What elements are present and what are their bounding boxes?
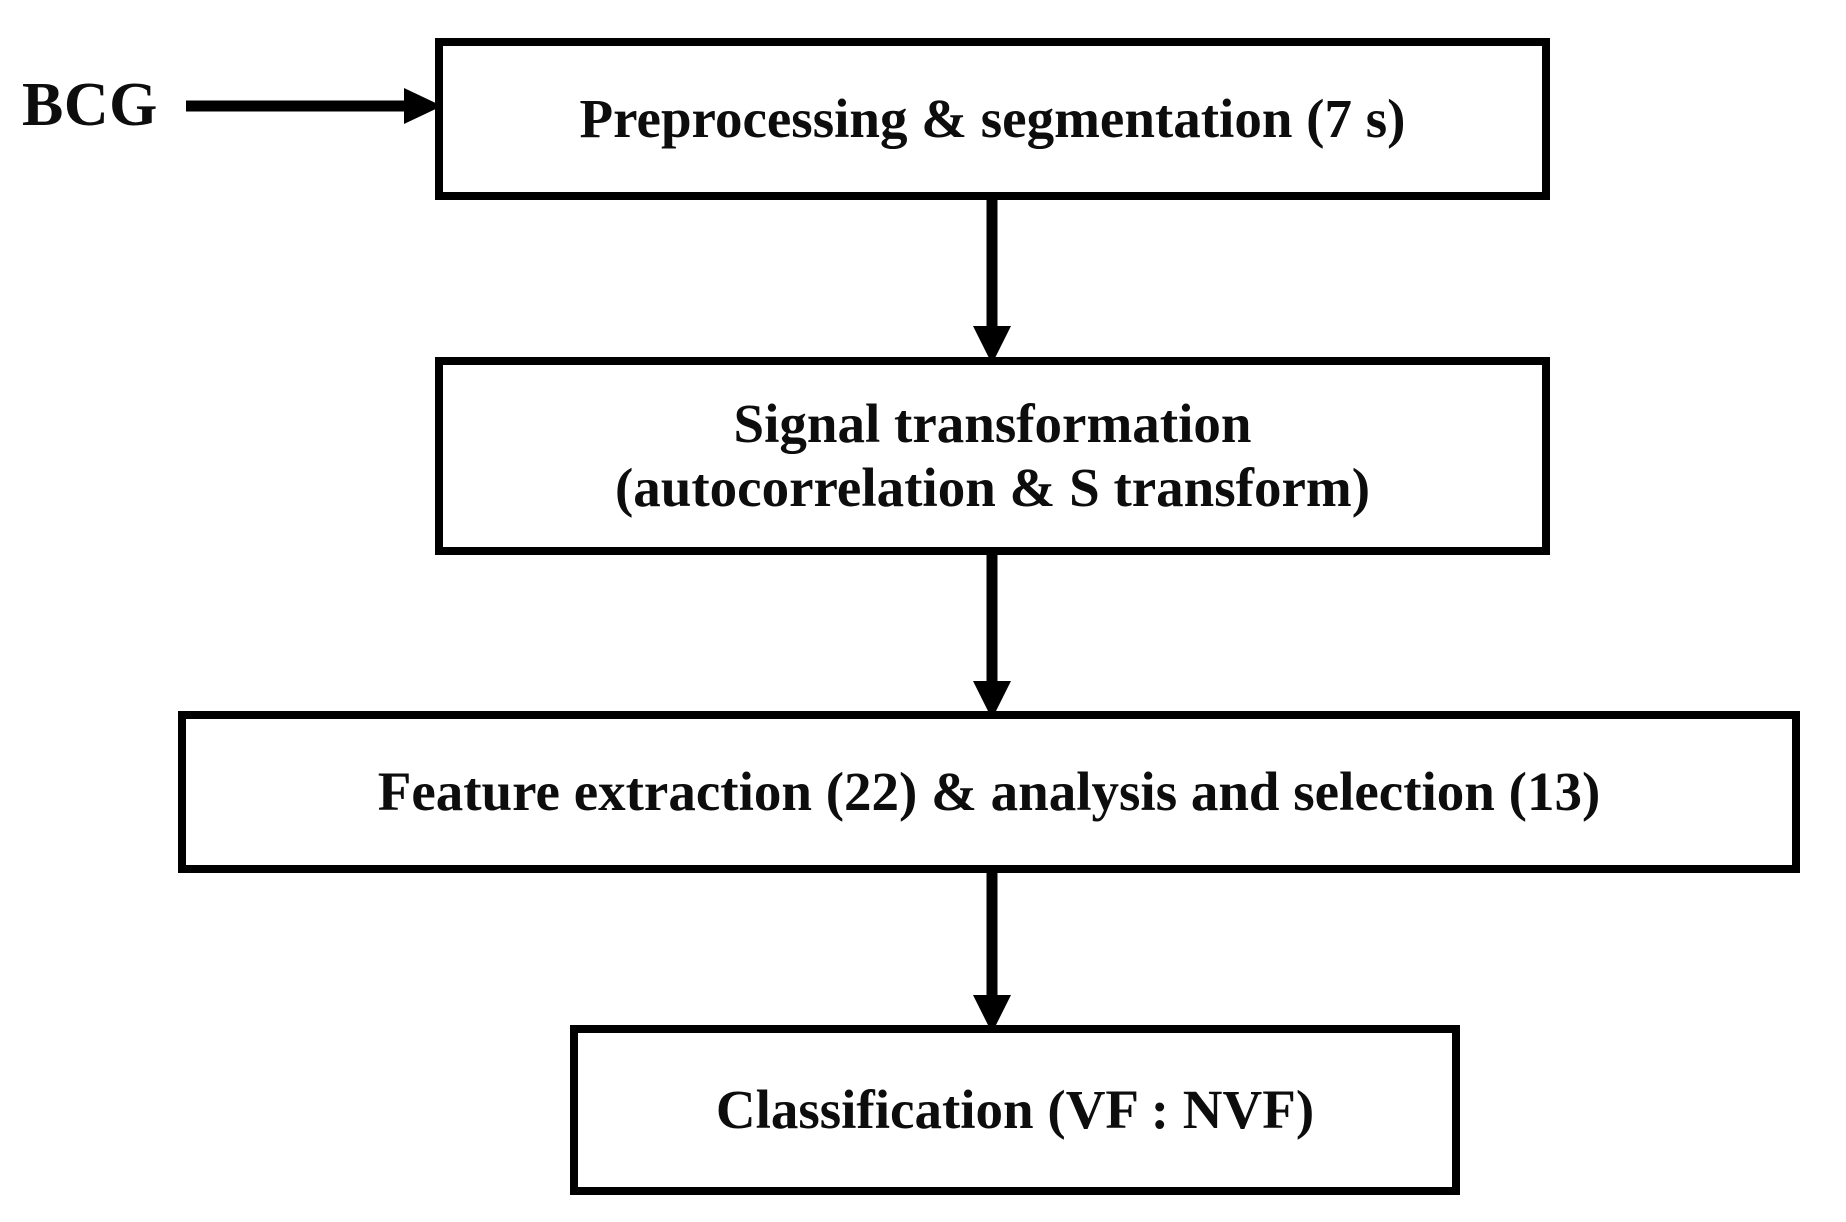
arrow-transformation-to-feature xyxy=(968,551,1016,719)
arrow-preprocessing-to-transformation xyxy=(968,196,1016,364)
node-signal-transformation[interactable]: Signal transformation (autocorrelation &… xyxy=(435,357,1550,555)
node-feature-extraction-label: Feature extraction (22) & analysis and s… xyxy=(377,761,1601,823)
arrow-feature-to-classification xyxy=(968,869,1016,1033)
arrow-bcg-to-preprocessing xyxy=(186,86,442,126)
node-classification[interactable]: Classification (VF : NVF) xyxy=(570,1025,1460,1195)
node-preprocessing-label: Preprocessing & segmentation (7 s) xyxy=(579,88,1406,150)
node-preprocessing[interactable]: Preprocessing & segmentation (7 s) xyxy=(435,38,1550,200)
node-feature-extraction[interactable]: Feature extraction (22) & analysis and s… xyxy=(178,711,1800,873)
node-signal-transformation-label: Signal transformation (autocorrelation &… xyxy=(614,393,1371,518)
node-classification-label: Classification (VF : NVF) xyxy=(715,1079,1315,1141)
source-label-bcg: BCG xyxy=(22,71,158,139)
